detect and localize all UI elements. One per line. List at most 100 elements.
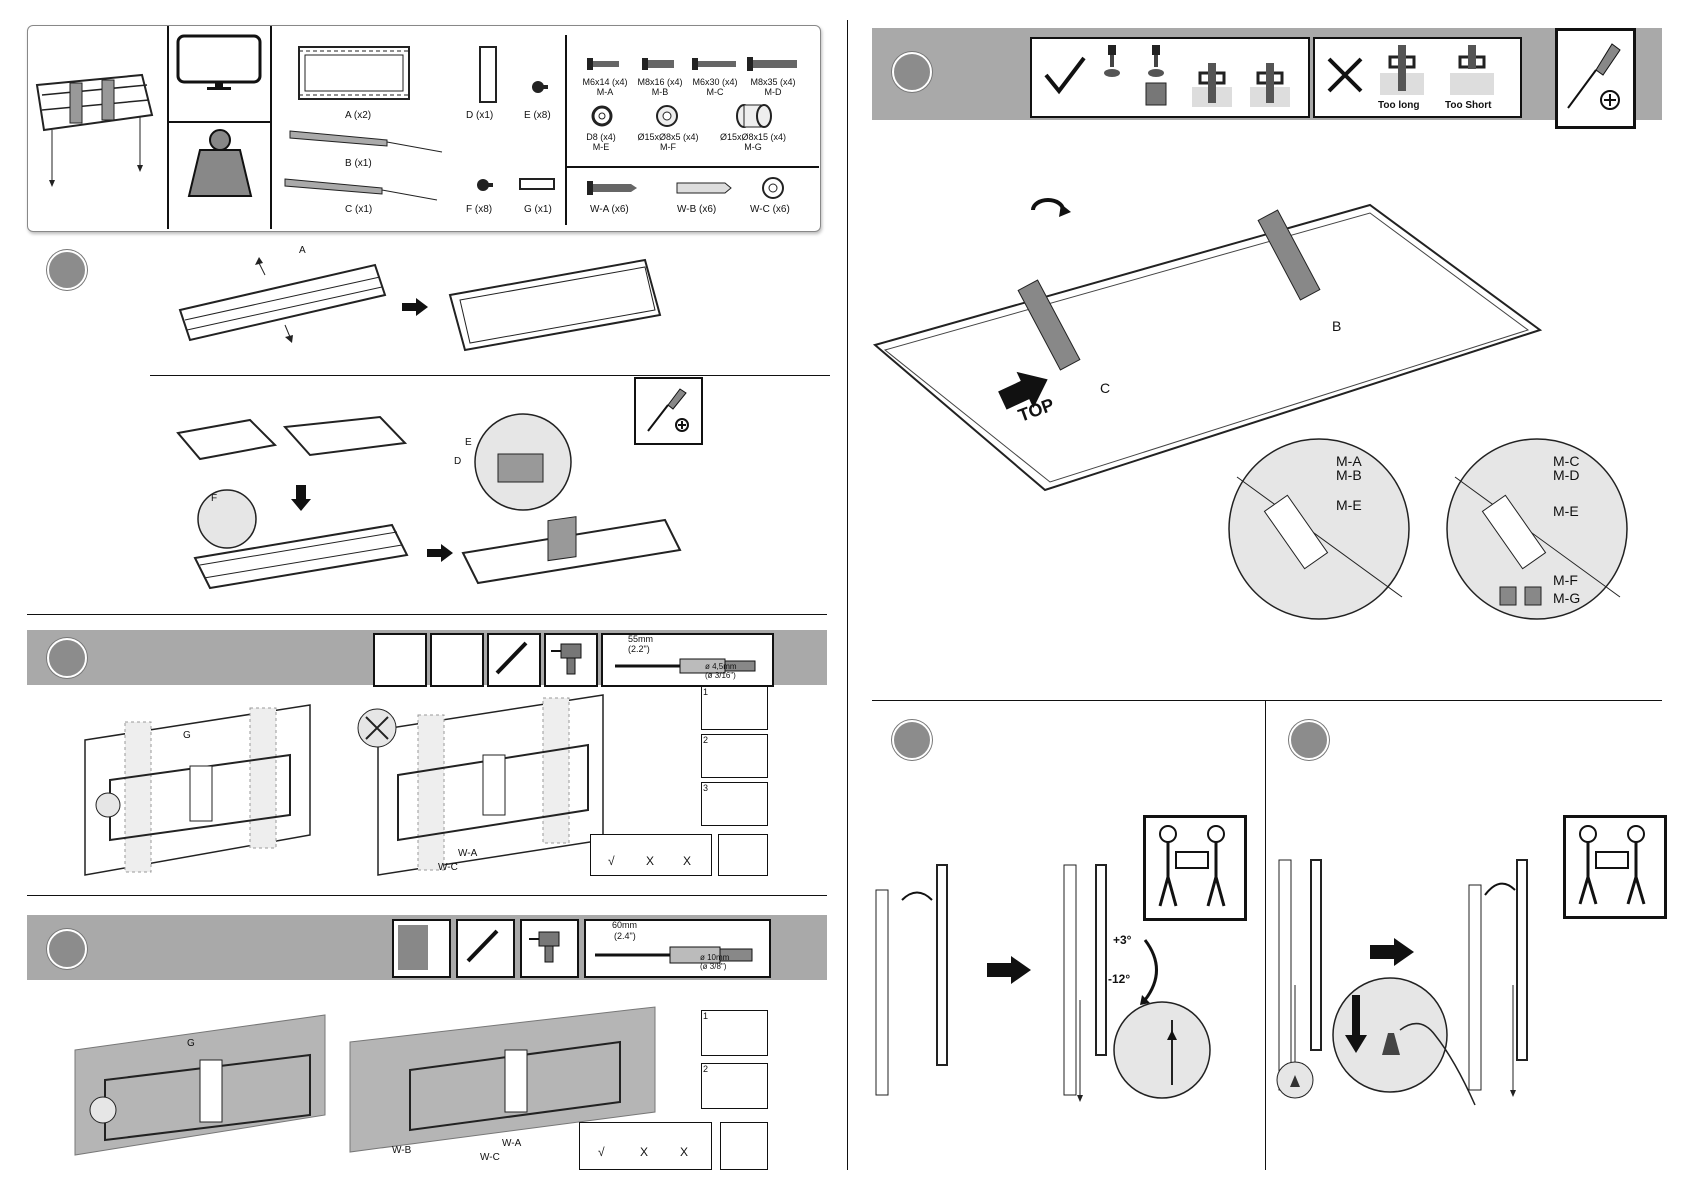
part-e-label: E (x8) [524, 110, 551, 121]
screw-md-label: M8x35 (x4)M-D [750, 77, 796, 97]
step2-bit-in: (ø 3/16") [705, 671, 736, 680]
concrete-swatch [398, 925, 428, 970]
step6-tv-before [1276, 859, 1322, 1099]
step4-label-b: B [1332, 318, 1342, 334]
no-stud-finder-icon [357, 708, 397, 748]
step2-level-x1: X [646, 854, 655, 868]
step5-6-divider [1265, 700, 1266, 1170]
step2-substep-1-num: 1 [703, 687, 709, 697]
too-long-label: Too long [1378, 100, 1420, 111]
detail-circle-ed [474, 413, 572, 511]
drill-bit-icon-3 [595, 946, 753, 964]
step2-wall-left [84, 704, 311, 876]
step3-drill-box [720, 1122, 768, 1170]
arrow-down-icon [291, 485, 311, 511]
step3-wall-right [349, 1006, 656, 1153]
detail-right-mc: M-C [1553, 453, 1580, 469]
wall-wc-label: W-C (x6) [750, 204, 790, 215]
step-5-circle [892, 720, 932, 760]
step3-label-wb: W-B [392, 1145, 412, 1156]
washer-wc-icon [762, 177, 784, 199]
pencil-icon [495, 641, 528, 675]
tilt-arc-icon [1140, 939, 1158, 1005]
step3-bit-in: (ø 3/8") [700, 962, 727, 971]
step3-depth-in: (2.4") [614, 931, 636, 941]
step2-level-box [590, 834, 712, 876]
part-b-label: B (x1) [345, 158, 372, 169]
screw-wa-icon [587, 181, 637, 195]
screwdriver-icon-4 [1567, 43, 1621, 110]
step3-level-box [579, 1122, 712, 1170]
drill-bit-icon [615, 658, 756, 674]
part-f-label: F (x8) [466, 204, 493, 215]
step1-divider [150, 375, 830, 376]
pencil-icon-3 [466, 929, 499, 963]
step2-depth: 55mm [628, 634, 654, 644]
drill-icon [551, 643, 582, 675]
part-g-label: G (x1) [524, 204, 552, 215]
step1-frame-extend [178, 257, 387, 343]
step3-wall-left [74, 1014, 326, 1156]
screwdriver-icon [647, 388, 689, 432]
section-divider-1 [27, 614, 827, 615]
detail-circle-f [197, 489, 257, 549]
drill-icon-box [544, 633, 598, 687]
step3-level-x2: X [680, 1145, 689, 1159]
step3-substep-2 [701, 1063, 768, 1109]
step2-substep-1 [701, 686, 768, 730]
step1-label-f: F [211, 493, 218, 504]
step2-level-ok: √ [608, 854, 615, 868]
tilt-down-label: -12° [1108, 972, 1131, 986]
too-short-label: Too Short [1445, 100, 1492, 111]
screwdriver-box-step1 [634, 377, 703, 445]
step-4-circle [892, 52, 932, 92]
step3-level-ok: √ [598, 1145, 605, 1159]
washer-mf-label: Ø15xØ8x5 (x4)M-F [637, 132, 699, 152]
two-person-icon-6 [1578, 825, 1646, 905]
tv-back-panel [872, 203, 1543, 492]
step-3-circle [47, 929, 87, 969]
part-d-icon [479, 46, 497, 103]
detail-right-mg: M-G [1553, 590, 1581, 606]
pencil-icon-box [487, 633, 541, 687]
step2-bit: ø 4,5mm [705, 662, 737, 671]
step6-pull-detail [1332, 977, 1476, 1106]
step3-label-wa: W-A [502, 1138, 522, 1149]
step2-level-x2: X [683, 854, 692, 868]
part-c-label: C (x1) [345, 204, 373, 215]
screw-ma-label: M6x14 (x4)M-A [582, 77, 628, 97]
part-a-icon [298, 46, 410, 100]
arrow-right-icon-3 [987, 956, 1031, 984]
stud-finder-icon-box [430, 633, 484, 687]
detail-right-me: M-E [1553, 503, 1579, 519]
part-c-icon [284, 178, 438, 201]
step2-substep-3-num: 3 [703, 783, 709, 793]
step1-assembled-frame [461, 516, 682, 585]
step1-label-e: E [465, 437, 472, 448]
check-icon [1044, 56, 1086, 95]
part-g-icon [519, 178, 555, 190]
step3-substep-1 [701, 1010, 768, 1056]
step5-tv-after [1063, 864, 1107, 1102]
screw-md-icon [747, 57, 797, 71]
part-d-label: D (x1) [466, 110, 494, 121]
arrow-right-icon [402, 298, 428, 316]
detail-left-ma: M-A [1336, 453, 1362, 469]
too-long-icon [1380, 45, 1424, 95]
step2-label-g: G [183, 730, 191, 741]
screw-mc-label: M6x30 (x4)M-C [692, 77, 738, 97]
correct-screws-icon [1104, 45, 1290, 107]
detail-circle-right [1446, 438, 1628, 620]
washer-mf-icon [656, 105, 678, 127]
washer-mg-icon [736, 104, 772, 128]
step3-bit: ø 10mm [700, 953, 730, 962]
screw-mb-label: M8x16 (x4)M-B [637, 77, 683, 97]
step3-label-wc: W-C [480, 1152, 500, 1163]
section-divider-2 [27, 895, 827, 896]
detail-circle-left [1228, 438, 1410, 620]
mount-overview-icon [35, 73, 154, 187]
step1-label-a: A [299, 245, 306, 256]
step3-level-x1: X [640, 1145, 649, 1159]
rotate-arrow-icon [1031, 198, 1071, 217]
step5-detail-circle [1113, 1001, 1211, 1099]
